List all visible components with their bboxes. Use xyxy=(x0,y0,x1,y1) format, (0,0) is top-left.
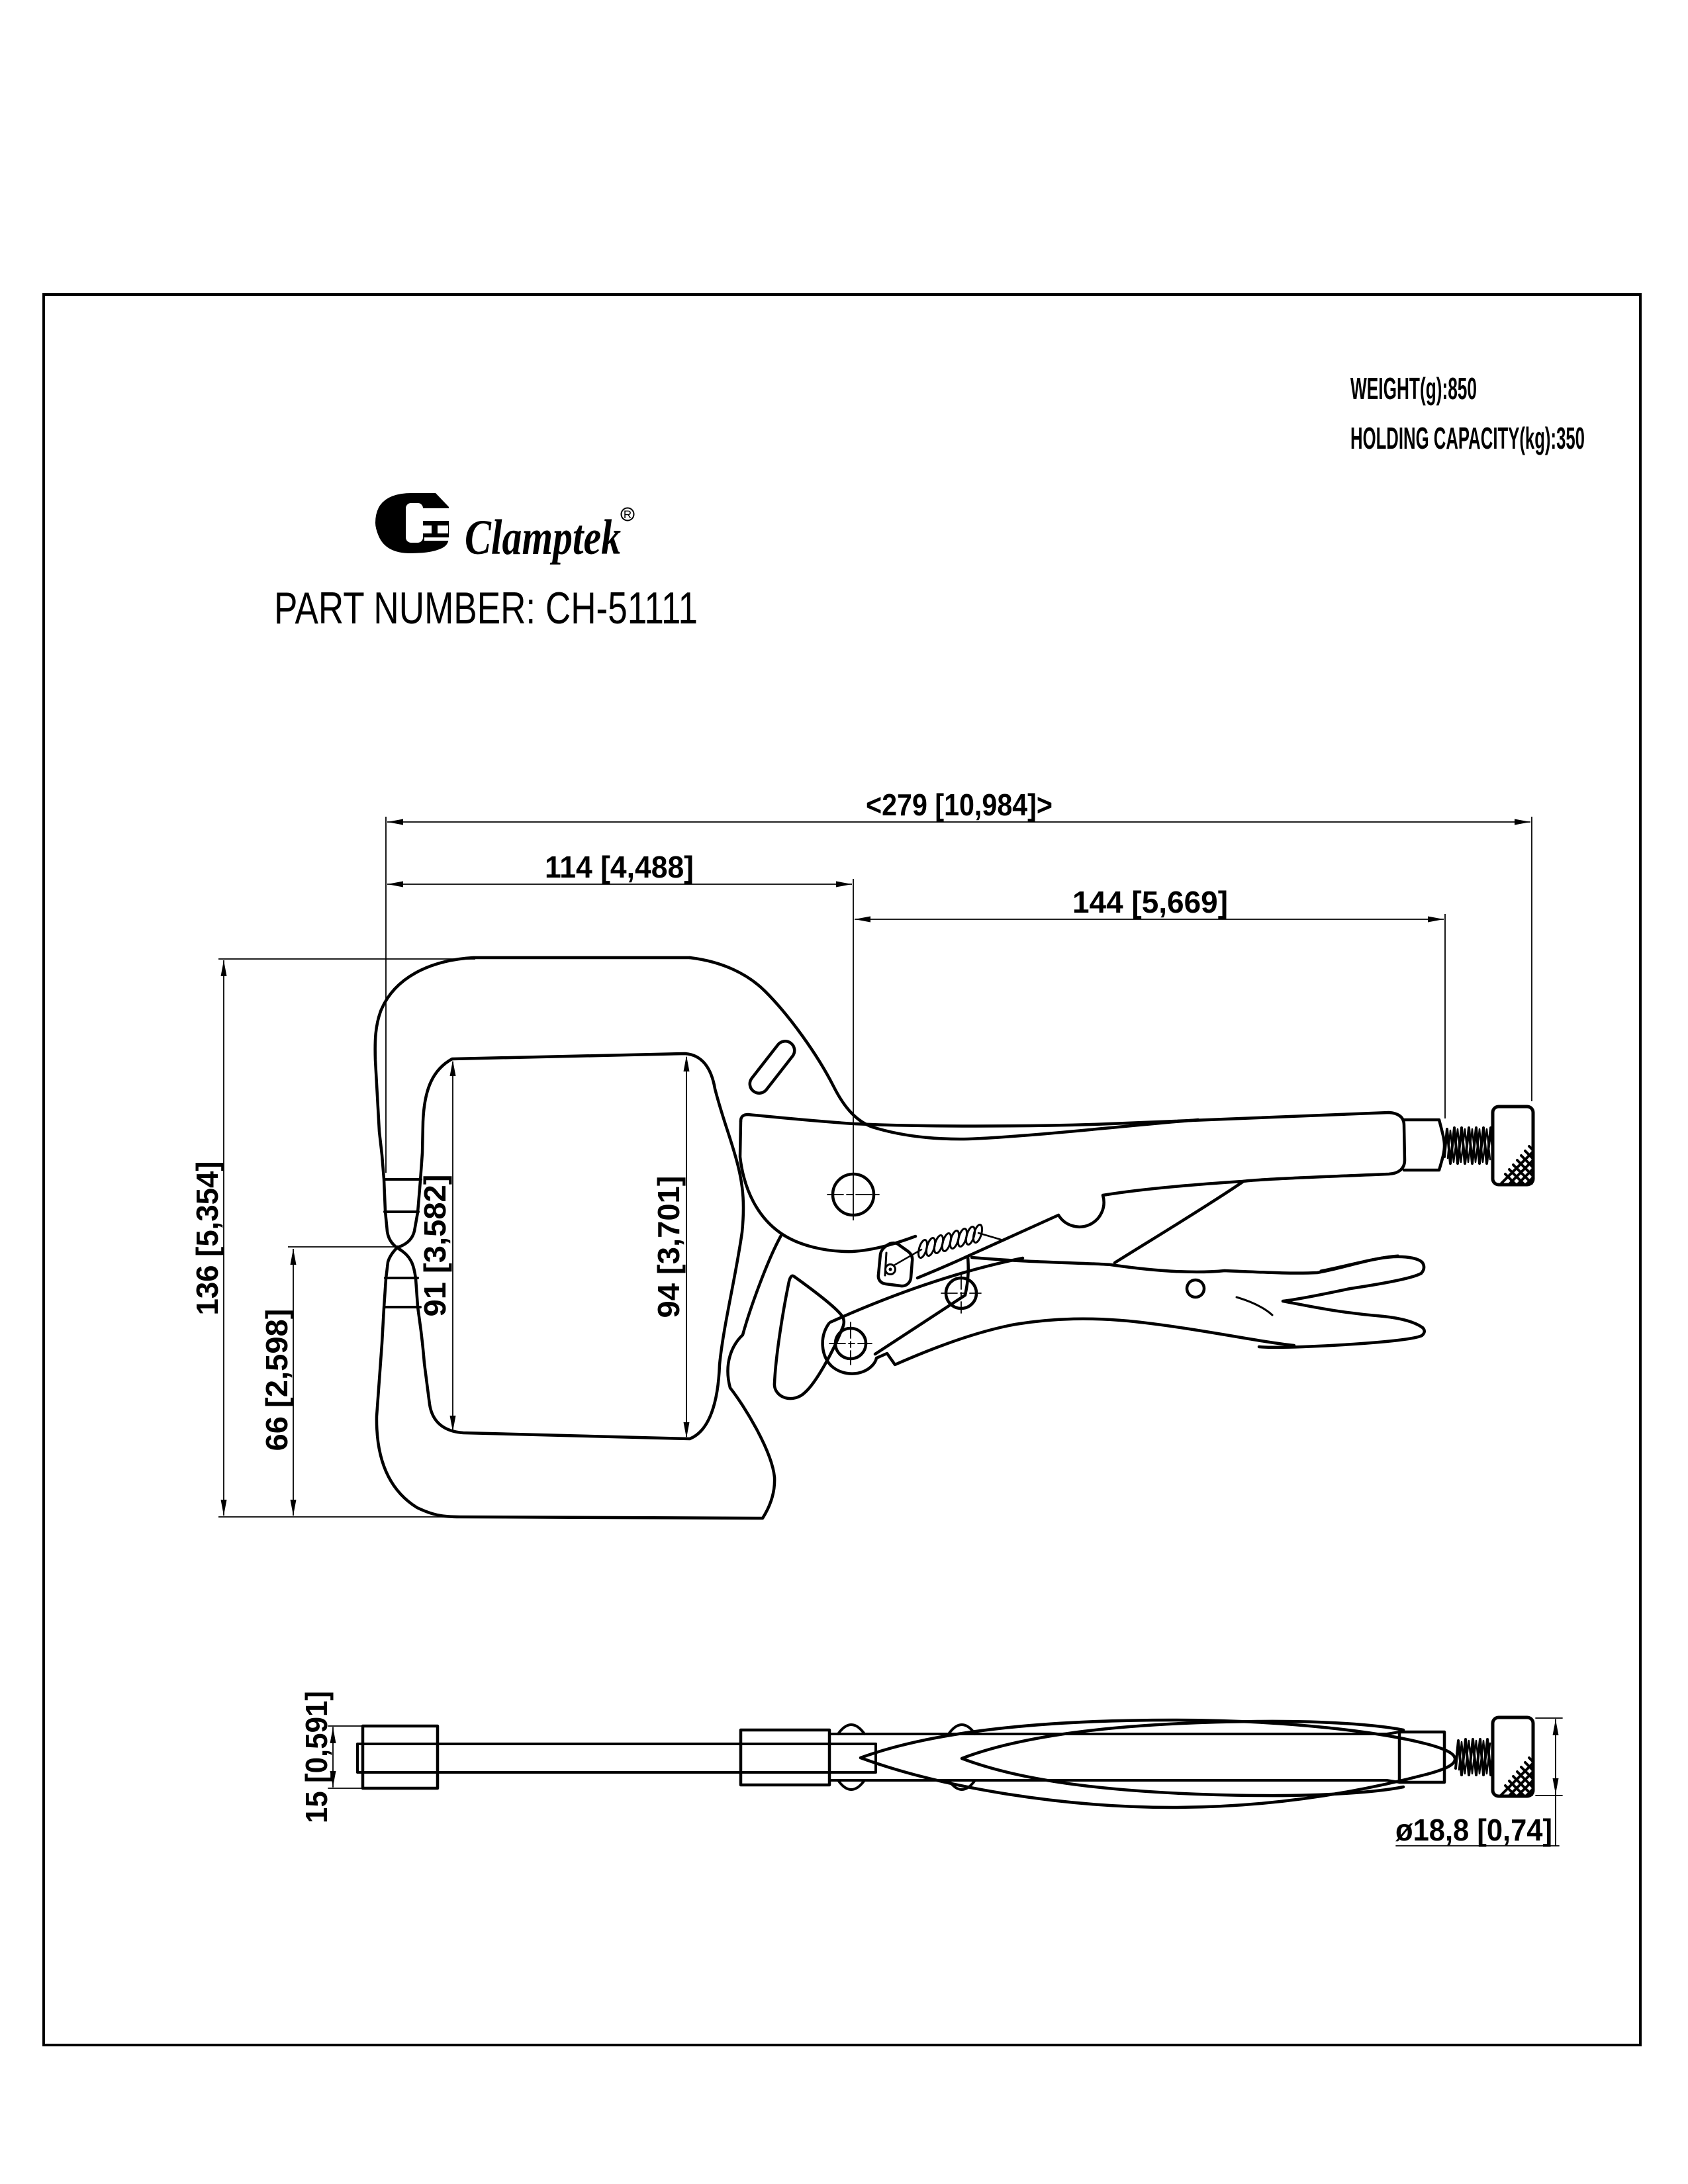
svg-text:R: R xyxy=(624,508,632,521)
svg-text:144 [5,669]: 144 [5,669] xyxy=(1072,885,1228,919)
svg-text:114 [4,488]: 114 [4,488] xyxy=(545,850,694,884)
svg-text:WEIGHT(g):850: WEIGHT(g):850 xyxy=(1350,371,1477,406)
svg-text:PART NUMBER: CH-51111: PART NUMBER: CH-51111 xyxy=(274,583,698,633)
svg-text:94 [3,701]: 94 [3,701] xyxy=(651,1176,686,1318)
svg-text:ø18,8 [0,74]: ø18,8 [0,74] xyxy=(1395,1813,1552,1847)
svg-text:91 [3,582]: 91 [3,582] xyxy=(418,1175,452,1317)
svg-text:HOLDING CAPACITY(kg):350: HOLDING CAPACITY(kg):350 xyxy=(1350,421,1585,455)
svg-text:Clamptek: Clamptek xyxy=(465,510,621,565)
svg-text:15 [0,591]: 15 [0,591] xyxy=(299,1691,334,1823)
svg-text:136 [5,354]: 136 [5,354] xyxy=(190,1161,224,1316)
svg-text:<279 [10,984]>: <279 [10,984]> xyxy=(866,788,1053,822)
svg-text:66 [2,598]: 66 [2,598] xyxy=(259,1309,294,1451)
